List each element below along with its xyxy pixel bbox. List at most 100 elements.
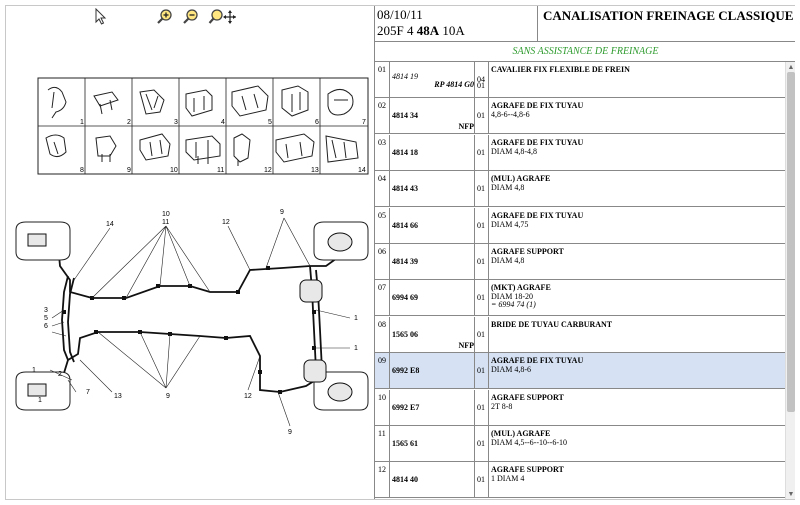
- part-description: AGRAFE SUPPORT: [491, 247, 564, 256]
- part-number: 12: [378, 465, 386, 475]
- vehicle-info: 08/10/11 205F 4 48A 10A: [377, 7, 537, 41]
- column-divider: [474, 171, 475, 207]
- column-divider: [474, 244, 475, 279]
- vehicle-model: 205F 4 48A 10A: [377, 23, 537, 39]
- part-number: 02: [378, 101, 386, 111]
- part-quantity: 01: [477, 366, 485, 376]
- part-quantity: 01: [477, 402, 485, 412]
- parts-header: 08/10/11 205F 4 48A 10A CANALISATION FRE…: [375, 6, 795, 42]
- column-divider: [389, 353, 390, 389]
- part-reference: 4814 66: [392, 220, 418, 230]
- part-description: (MUL) AGRAFE: [491, 174, 551, 184]
- part-reference: 6994 69: [392, 293, 418, 303]
- parts-scrollbar[interactable]: ▲ ▼: [785, 62, 795, 499]
- scroll-thumb[interactable]: [787, 72, 795, 412]
- part-nfp-flag: NFP: [458, 122, 474, 132]
- part-description: AGRAFE DE FIX TUYAU: [491, 101, 584, 111]
- part-detail: DIAM 4,8: [491, 256, 525, 265]
- part-quantity: 01: [477, 147, 485, 157]
- part-reference: 4814 40: [392, 475, 418, 485]
- column-divider: [389, 98, 390, 134]
- svg-text:9: 9: [288, 429, 292, 436]
- svg-text:11: 11: [162, 219, 169, 226]
- column-divider: [474, 353, 475, 389]
- column-divider: [389, 171, 390, 207]
- column-divider: [474, 316, 475, 352]
- leader-lines: [49, 217, 351, 427]
- scroll-up-icon[interactable]: ▲: [787, 63, 795, 71]
- svg-text:12: 12: [222, 219, 230, 226]
- column-divider: [474, 98, 475, 134]
- svg-text:1: 1: [354, 315, 358, 322]
- zoom-in-icon[interactable]: [156, 8, 174, 26]
- clip-numbers: 1 2 3 4 5 6 7 8 9 10 11 12 13 14: [80, 119, 366, 174]
- part-quantity: 01: [477, 257, 485, 266]
- column-divider: [474, 207, 475, 243]
- part-detail: 2T 8-8: [491, 401, 513, 411]
- svg-text:7: 7: [86, 389, 90, 396]
- column-divider: [389, 207, 390, 243]
- part-description: AGRAFE DE FIX TUYAU: [491, 356, 584, 366]
- column-divider: [389, 426, 390, 461]
- brake-line-diagram: 1 2 3 4 5 6 7 8 9 10 11 12 13 14: [10, 30, 370, 496]
- column-divider: [474, 389, 475, 425]
- svg-text:14: 14: [358, 167, 366, 174]
- part-number: 04: [378, 174, 386, 184]
- column-divider: [389, 389, 390, 425]
- diagram-svg: 1 2 3 4 5 6 7 8 9 10 11 12 13 14: [15, 77, 369, 436]
- svg-text:4: 4: [221, 119, 225, 126]
- brake-units: [27, 232, 353, 402]
- part-quantity: 01: [477, 475, 485, 485]
- svg-text:1: 1: [354, 345, 358, 352]
- column-divider: [389, 316, 390, 352]
- svg-text:6: 6: [315, 119, 319, 126]
- column-divider: [474, 62, 475, 97]
- engine-code: 48A: [416, 23, 440, 38]
- zoom-out-icon[interactable]: [182, 8, 200, 26]
- svg-text:12: 12: [264, 167, 272, 174]
- engine-suffix: 10A: [442, 23, 465, 38]
- callout-numbers: 10 11 14 12 9 3 5 6 1 1 1 13 9 12 9 7 1: [32, 209, 358, 436]
- part-replacement-ref: RP 4814 G0: [434, 80, 474, 89]
- diagram-pane: 1 2 3 4 5 6 7 8 9 10 11 12 13 14: [6, 6, 374, 499]
- svg-text:5: 5: [44, 315, 48, 322]
- svg-text:2: 2: [58, 371, 62, 378]
- part-reference: 1565 06: [392, 329, 418, 339]
- column-divider: [488, 280, 489, 316]
- column-divider: [389, 462, 390, 498]
- part-detail: 4,8-6--4,8-6: [491, 110, 530, 120]
- part-number: 08: [378, 319, 386, 329]
- part-detail: DIAM 4,8: [491, 183, 525, 193]
- svg-text:5: 5: [268, 119, 272, 126]
- column-divider: [389, 134, 390, 170]
- svg-text:11: 11: [217, 167, 224, 174]
- page-title: CANALISATION FREINAGE CLASSIQUE: [543, 8, 794, 23]
- part-detail: DIAM 4,8-6: [491, 365, 531, 375]
- column-divider: [474, 426, 475, 461]
- part-quantity: 01: [477, 329, 485, 339]
- part-detail: DIAM 4,5--6--10--6-10: [491, 438, 567, 447]
- scroll-down-icon[interactable]: ▼: [787, 490, 795, 498]
- svg-text:10: 10: [170, 167, 178, 174]
- column-divider: [488, 98, 489, 134]
- page-subtitle: SANS ASSISTANCE DE FREINAGE: [375, 42, 795, 62]
- svg-text:9: 9: [166, 393, 170, 400]
- column-divider: [474, 462, 475, 498]
- part-number: 05: [378, 210, 386, 220]
- svg-text:8: 8: [80, 167, 84, 174]
- part-detail: 1 DIAM 4: [491, 474, 525, 484]
- pan-icon[interactable]: [208, 8, 236, 26]
